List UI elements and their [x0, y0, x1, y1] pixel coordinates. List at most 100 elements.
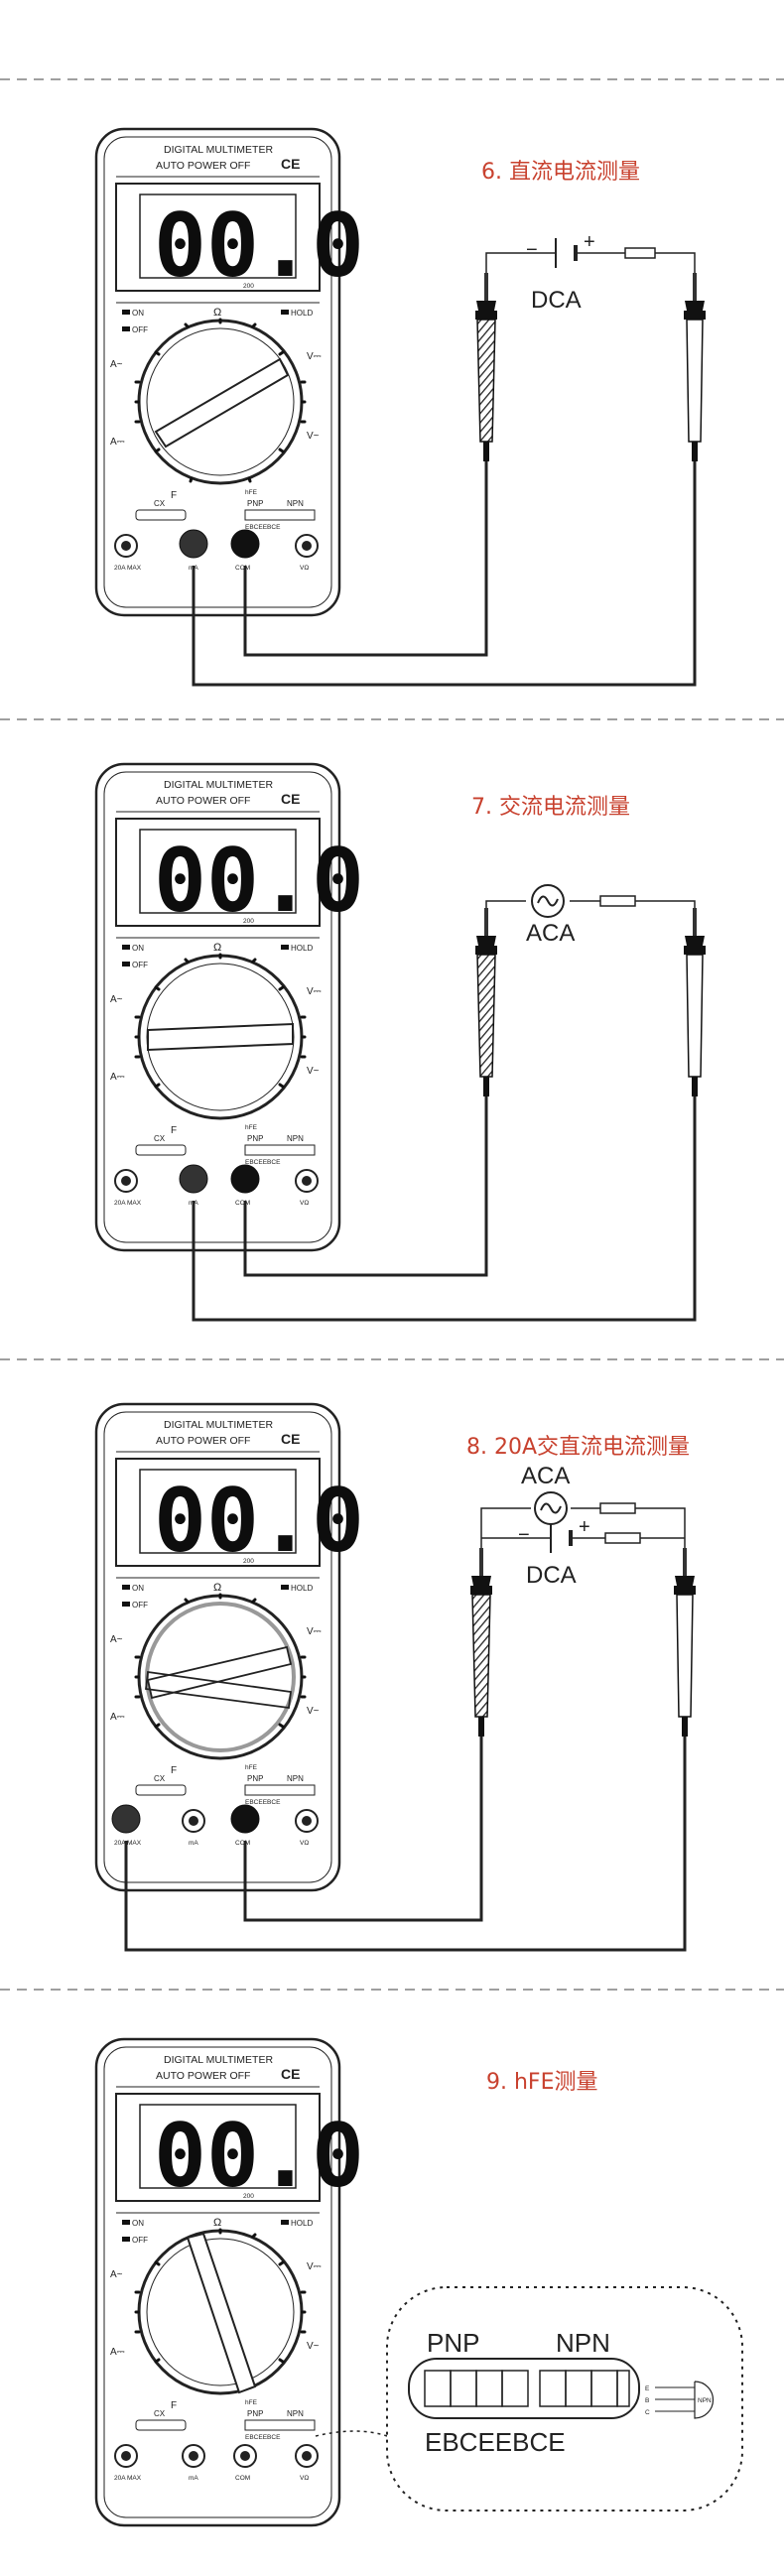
off-label: OFF — [132, 1601, 148, 1610]
dial-a-dc-label: A⎓ — [110, 1072, 125, 1083]
ce-mark: CE — [281, 2066, 300, 2082]
resistor — [599, 895, 636, 907]
section-diagram: DIGITAL MULTIMETER AUTO POWER OFF CE 00.… — [94, 127, 707, 687]
multimeter: DIGITAL MULTIMETER AUTO POWER OFF CE 00.… — [94, 1402, 364, 1892]
dial-v-ac-label: V~ — [307, 2341, 320, 2352]
dial-f-label: F — [171, 2400, 177, 2411]
brand-line: DIGITAL MULTIMETER — [164, 2054, 273, 2066]
section-diagram: DIGITAL MULTIMETER AUTO POWER OFF CE 00.… — [94, 2037, 743, 2527]
dc-plus-sign: + — [579, 1516, 590, 1538]
npn-label: NPN — [287, 2409, 304, 2418]
dial-v-dc-label: V⎓ — [307, 986, 322, 997]
dc-minus-sign: − — [518, 1524, 530, 1546]
jack-20a-label: 20A MAX — [114, 1840, 142, 1847]
dial-a-ac-label: A~ — [110, 994, 123, 1005]
callout-connector — [315, 2430, 388, 2437]
jack-20a-label: 20A MAX — [114, 2475, 142, 2482]
plug-ma — [179, 529, 208, 559]
plug-ma — [179, 1164, 208, 1194]
multimeter: DIGITAL MULTIMETER AUTO POWER OFF CE 00.… — [94, 127, 364, 617]
lcd-reading: 00.0 — [154, 830, 364, 932]
lcd-reading: 00.0 — [154, 1470, 364, 1572]
wire-ma — [192, 337, 697, 687]
dial-pointer — [154, 357, 290, 449]
hfe-pins: EBCEEBCE — [245, 1799, 281, 1806]
on-label: ON — [132, 944, 144, 953]
hold-label: HOLD — [291, 309, 313, 318]
section-title: 9. hFE测量 — [486, 2070, 597, 2095]
pnp-label: PNP — [247, 2409, 263, 2418]
section-title: 7. 交流电流测量 — [471, 795, 630, 820]
jack-vohm-label: VΩ — [300, 565, 309, 572]
section-title: 6. 直流电流测量 — [481, 160, 640, 185]
probe-black — [683, 907, 707, 1097]
lcd-range: 200 — [243, 2193, 254, 2200]
probe-red — [474, 907, 498, 1097]
jack-20a-label: 20A MAX — [114, 1200, 142, 1207]
probe-red — [474, 272, 498, 462]
lcd-range: 200 — [243, 918, 254, 925]
ac-branch — [480, 1507, 686, 1548]
dial-v-dc-label: V⎓ — [307, 1626, 322, 1637]
probe-black — [683, 272, 707, 462]
section-dc-current: DIGITAL MULTIMETER AUTO POWER OFF CE 00.… — [0, 99, 784, 714]
section-ac-current: DIGITAL MULTIMETER AUTO POWER OFF CE 00.… — [0, 734, 784, 1350]
section-hfe: DIGITAL MULTIMETER AUTO POWER OFF CE 00.… — [0, 2009, 784, 2576]
dial-ohm-label: Ω — [213, 2217, 221, 2229]
jack-com-label: COM — [235, 565, 250, 572]
hold-label: HOLD — [291, 2219, 313, 2228]
dc-plus-sign: + — [584, 231, 595, 253]
dial-a-ac-label: A~ — [110, 1634, 123, 1645]
cx-label: CX — [154, 2409, 166, 2418]
dial-pointer — [186, 2232, 257, 2394]
multimeter: DIGITAL MULTIMETER AUTO POWER OFF CE 00.… — [94, 762, 364, 1252]
plug-com — [230, 1804, 260, 1834]
dial-ohm-label: Ω — [213, 307, 221, 319]
jack-com-label: COM — [235, 2475, 250, 2482]
jack-20a-label: 20A MAX — [114, 565, 142, 572]
probe-red — [469, 1547, 493, 1738]
wire-com — [243, 1612, 483, 1922]
dial-a-dc-label: A⎓ — [110, 1712, 125, 1723]
dial-hfe-label: hFE — [245, 2399, 258, 2406]
jack-vohm-label: VΩ — [300, 2475, 309, 2482]
jack-com-label: COM — [235, 1200, 250, 1207]
npn-label: NPN — [287, 499, 304, 508]
dial-v-dc-label: V⎓ — [307, 351, 322, 362]
lcd-reading: 00.0 — [154, 194, 364, 297]
off-label: OFF — [132, 961, 148, 969]
on-label: ON — [132, 2219, 144, 2228]
auto-off-label: AUTO POWER OFF — [156, 2070, 250, 2082]
zoom-npn-label: NPN — [556, 2328, 610, 2358]
dca-label: DCA — [526, 1562, 577, 1589]
dc-minus-sign: − — [526, 239, 538, 261]
dial-a-ac-label: A~ — [110, 359, 123, 370]
hfe-socket[interactable] — [244, 2419, 316, 2431]
lcd-reading: 00.0 — [154, 2105, 364, 2207]
wire-ma — [192, 972, 697, 1322]
multimeter: DIGITAL MULTIMETER AUTO POWER OFF CE 00.… — [94, 2037, 364, 2527]
plug-com — [230, 529, 260, 559]
transistor-type: NPN — [698, 2397, 712, 2404]
section-diagram: DIGITAL MULTIMETER AUTO POWER OFF CE 00.… — [94, 762, 707, 1322]
cx-label: CX — [154, 1134, 166, 1143]
dial-v-ac-label: V~ — [307, 431, 320, 442]
dial-pointer — [147, 1022, 294, 1052]
ce-mark: CE — [281, 156, 300, 172]
on-label: ON — [132, 309, 144, 318]
dc-circuit — [485, 252, 696, 273]
aca-label: ACA — [521, 1463, 570, 1489]
off-label: OFF — [132, 2236, 148, 2245]
zoom-pnp-label: PNP — [427, 2328, 479, 2358]
jack-com-label: COM — [235, 1840, 250, 1847]
jack-vohm-label: VΩ — [300, 1200, 309, 1207]
hfe-pins: EBCEEBCE — [245, 1159, 281, 1166]
pnp-label: PNP — [247, 1134, 263, 1143]
dial-v-ac-label: V~ — [307, 1066, 320, 1077]
dial-v-ac-label: V~ — [307, 1706, 320, 1717]
wire-com — [243, 972, 488, 1277]
transistor-icon — [694, 2381, 715, 2419]
aca-label: ACA — [526, 920, 575, 947]
wire-com — [243, 337, 488, 657]
dial-v-dc-label: V⎓ — [307, 2261, 322, 2272]
